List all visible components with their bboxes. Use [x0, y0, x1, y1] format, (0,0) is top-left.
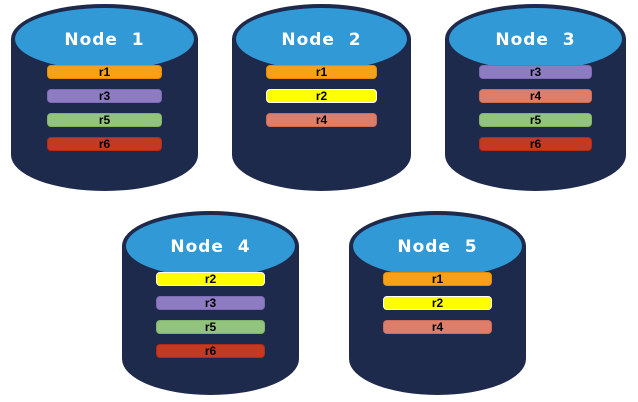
- cylinder-top: Node 1: [11, 4, 198, 74]
- replica-list: r2 r3 r5 r6: [122, 272, 299, 358]
- replica-list: r3 r4 r5 r6: [445, 65, 626, 151]
- node-title: Node 4: [170, 237, 251, 257]
- replica-bar-r5: r5: [479, 113, 592, 127]
- replica-bar-r3: r3: [46, 89, 163, 103]
- replica-bar-r5: r5: [46, 113, 163, 127]
- cylinder-top: Node 3: [445, 4, 626, 74]
- replica-bar-r6: r6: [46, 137, 163, 151]
- replica-bar-r2: r2: [382, 296, 493, 310]
- node-cylinder-3: Node 3 r3 r4 r5 r6: [445, 4, 626, 191]
- node-title: Node 3: [495, 30, 576, 50]
- node-cylinder-4: Node 4 r2 r3 r5 r6: [122, 211, 299, 395]
- replica-bar-r4: r4: [266, 113, 377, 127]
- replica-bar-r4: r4: [479, 89, 592, 103]
- replica-bar-r2: r2: [266, 89, 377, 103]
- replica-bar-r2: r2: [155, 272, 266, 286]
- node-cylinder-2: Node 2 r1 r2 r4: [232, 4, 411, 191]
- replica-bar-r6: r6: [479, 137, 592, 151]
- replica-bar-r4: r4: [382, 320, 493, 334]
- replica-bar-r1: r1: [46, 65, 163, 79]
- replica-bar-r3: r3: [479, 65, 592, 79]
- node-cylinder-1: Node 1 r1 r3 r5 r6: [11, 4, 198, 191]
- replica-bar-r3: r3: [155, 296, 266, 310]
- node-title: Node 5: [397, 237, 478, 257]
- node-cylinder-5: Node 5 r1 r2 r4: [349, 211, 526, 395]
- cylinder-top: Node 4: [122, 211, 299, 281]
- replica-bar-r5: r5: [155, 320, 266, 334]
- cylinder-top: Node 2: [232, 4, 411, 74]
- node-title: Node 1: [64, 30, 145, 50]
- cylinder-top: Node 5: [349, 211, 526, 281]
- replica-list: r1 r2 r4: [232, 65, 411, 127]
- node-title: Node 2: [281, 30, 362, 50]
- replica-bar-r6: r6: [155, 344, 266, 358]
- replica-bar-r1: r1: [266, 65, 377, 79]
- replica-list: r1 r3 r5 r6: [11, 65, 198, 151]
- replica-list: r1 r2 r4: [349, 272, 526, 334]
- replica-bar-r1: r1: [382, 272, 493, 286]
